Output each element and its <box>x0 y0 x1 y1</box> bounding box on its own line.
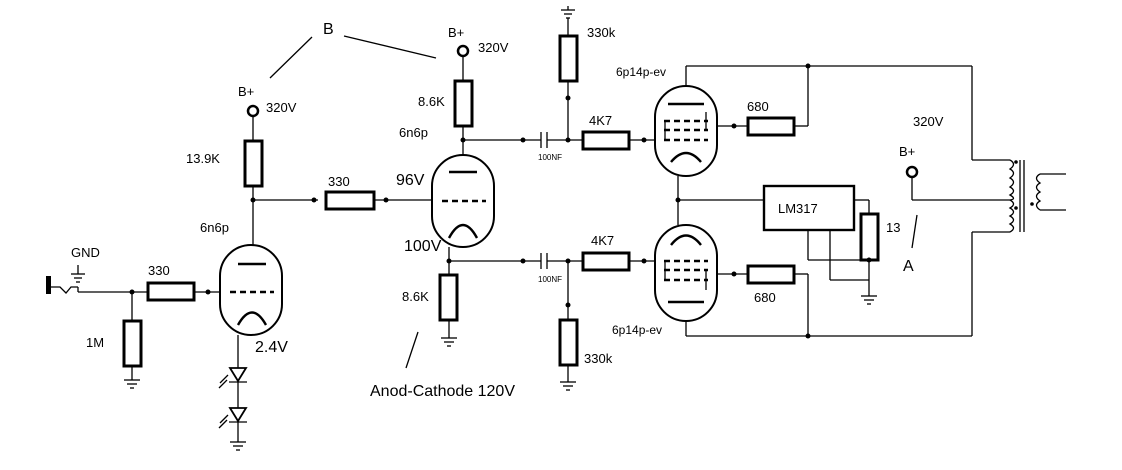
power-tube-top-label: 6p14p-ev <box>616 65 666 79</box>
power-tube-bottom-label: 6p14p-ev <box>612 323 662 337</box>
gnd-label: GND <box>71 245 100 260</box>
pi-cathode-resistor-label: 8.6K <box>402 289 429 304</box>
stage1-tube <box>219 244 283 336</box>
input-jack <box>46 276 79 294</box>
bottom-screen-resistor-label: 680 <box>754 290 776 305</box>
stage1-cathode-voltage: 2.4V <box>255 339 288 356</box>
phase-inverter-tube <box>431 154 495 248</box>
input-grid-resistor <box>146 281 196 302</box>
ground-symbol <box>861 295 877 305</box>
pi-bplus-label: B+ <box>448 25 464 40</box>
top-grid-stopper-resistor <box>581 130 631 151</box>
top-grid-leak-resistor <box>558 34 579 83</box>
input-leak-resistor-label: 1M <box>86 335 104 350</box>
ground-symbol-top <box>561 6 575 19</box>
stage1-bplus-terminal <box>246 104 260 118</box>
a-label: A <box>903 258 914 275</box>
pi-cathode-resistor <box>438 273 459 322</box>
anode-cathode-voltage-note: Anod-Cathode 120V <box>370 383 515 400</box>
output-bplus-label: B+ <box>899 144 915 159</box>
pi-cathode-voltage: 100V <box>404 238 442 255</box>
pi-bplus-voltage: 320V <box>478 40 509 55</box>
ground-symbol <box>560 381 576 391</box>
ground-symbol <box>230 441 246 451</box>
stage1-anode-resistor-label: 13.9K <box>186 151 220 166</box>
output-transformer <box>1008 159 1066 233</box>
regulator-resistor <box>859 212 880 262</box>
top-coupling-cap-label: 100NF <box>538 153 562 162</box>
input-leak-resistor <box>122 319 143 368</box>
pi-anode-resistor-label: 8.6K <box>418 94 445 109</box>
top-grid-leak-label: 330k <box>587 25 616 40</box>
bottom-grid-stopper-resistor <box>581 251 631 272</box>
ground-symbol <box>124 379 140 389</box>
led-diode-top <box>218 367 248 389</box>
top-screen-resistor-label: 680 <box>747 99 769 114</box>
stage1-bplus-voltage: 320V <box>266 100 297 115</box>
output-voltage-label: 320V <box>913 114 944 129</box>
stage1-anode-resistor <box>243 139 264 188</box>
stage1-tube-label: 6n6p <box>200 220 229 235</box>
stage1-bplus-label: B+ <box>238 84 254 99</box>
power-tube-top <box>654 85 718 177</box>
bottom-grid-leak-resistor <box>558 318 579 367</box>
bottom-grid-leak-label: 330k <box>584 351 613 366</box>
top-screen-resistor <box>746 116 796 137</box>
lm317-regulator <box>762 184 856 232</box>
pi-bplus-terminal <box>456 44 470 58</box>
bottom-coupling-cap-label: 100NF <box>538 275 562 284</box>
input-grid-resistor-label: 330 <box>148 263 170 278</box>
bottom-screen-resistor <box>746 264 796 285</box>
ground-symbol <box>441 337 457 347</box>
pi-anode-resistor <box>453 79 474 128</box>
b-label: B <box>323 21 334 38</box>
pi-grid-voltage: 96V <box>396 172 425 189</box>
ground-symbol-gnd <box>71 265 85 283</box>
led-diode-bottom <box>218 407 248 429</box>
lm317-label: LM317 <box>778 201 818 216</box>
power-tube-bottom <box>654 224 718 322</box>
coupling-resistor <box>324 190 376 211</box>
pi-tube-label: 6n6p <box>399 125 428 140</box>
bottom-grid-stopper-label: 4K7 <box>591 233 614 248</box>
output-bplus-terminal <box>905 165 919 179</box>
coupling-resistor-label: 330 <box>328 174 350 189</box>
regulator-resistor-label: 13 <box>886 220 900 235</box>
top-grid-stopper-label: 4K7 <box>589 113 612 128</box>
